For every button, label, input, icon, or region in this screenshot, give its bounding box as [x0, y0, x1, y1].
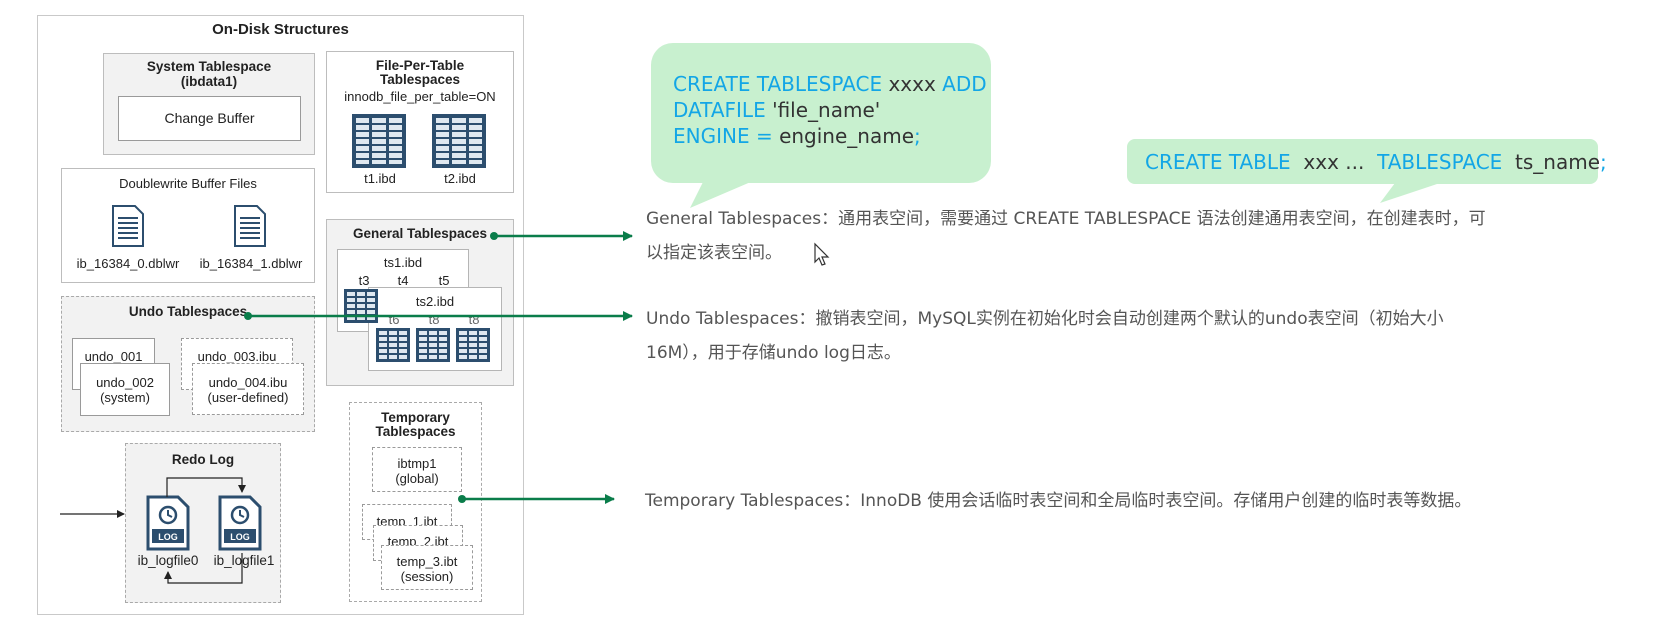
ts1-ibd-label: ts1.ibd: [383, 255, 423, 270]
ibtmp1-box: [372, 447, 462, 492]
undo-description-line2: 16M），用于存储undo log日志。: [646, 343, 901, 363]
doublewrite-box: [61, 168, 315, 283]
system-tablespace-title: System Tablespace: [146, 59, 272, 74]
t5-label: t5: [438, 273, 450, 288]
t1-table-icon: [352, 114, 406, 168]
bubble-kw-tablespace: TABLESPACE: [1377, 150, 1503, 174]
t2-ibd-label: t2.ibd: [444, 171, 476, 186]
temp3-label: temp_3.ibt: [396, 554, 458, 569]
dblwr-file0-label: ib_16384_0.dblwr: [76, 256, 180, 271]
ib-logfile0-label: ib_logfile0: [137, 553, 199, 568]
t6-label: t6: [388, 312, 400, 327]
undo-002-box: [80, 363, 170, 416]
undo-004-box: [192, 363, 304, 415]
redo-log-title: Redo Log: [171, 452, 235, 467]
temp-description-line1: Temporary Tablespaces：InnoDB 使用会话临时表空间和全…: [645, 491, 1472, 511]
temp3-box: [381, 545, 473, 590]
bubble-kw-create-tablespace: CREATE TABLESPACE: [673, 72, 883, 96]
bubble-kw-add: ADD: [942, 72, 987, 96]
bubble-name-file-name: 'file_name': [772, 98, 881, 122]
file-per-table-subtitle: Tablespaces: [379, 72, 461, 87]
create-tablespace-bubble: CREATE TABLESPACE xxxx ADD DATAFILE 'fil…: [651, 43, 991, 183]
t3-table-icon: [344, 289, 378, 323]
bubble-name-engine-name: engine_name: [779, 124, 915, 148]
undo-tablespaces-title: Undo Tablespaces: [128, 304, 248, 319]
change-buffer-box: [118, 96, 301, 141]
t1-ibd-label: t1.ibd: [364, 171, 396, 186]
undo-004-user-defined-label: (user-defined): [207, 390, 289, 405]
ibtmp1-label: ibtmp1: [397, 456, 437, 471]
bubble-kw-create-table: CREATE TABLE: [1145, 150, 1291, 174]
undo-002-label: undo_002: [96, 375, 154, 390]
undo-004-label: undo_004.ibu: [208, 375, 288, 390]
dblwr-file1-label: ib_16384_1.dblwr: [199, 256, 303, 271]
bubble-name-xxx: xxx ...: [1303, 150, 1365, 174]
general-tablespaces-title: General Tablespaces: [352, 226, 488, 241]
temp3-session-label: (session): [400, 569, 454, 584]
t7-table-icon: [416, 328, 450, 362]
t4-label: t4: [397, 273, 409, 288]
temporary-tablespaces-title: Temporary: [381, 410, 450, 425]
system-tablespace-subtitle: (ibdata1): [180, 74, 238, 89]
bubble-name-ts-name: ts_name: [1515, 150, 1601, 174]
t7-label: t8: [428, 312, 440, 327]
temporary-tablespaces-subtitle: Tablespaces: [375, 424, 456, 439]
undo-description-line1: Undo Tablespaces：撤销表空间，MySQL实例在初始化时会自动创建…: [646, 309, 1444, 329]
change-buffer-label: Change Buffer: [164, 110, 255, 126]
bubble-kw-engine: ENGINE =: [673, 124, 773, 148]
file-per-table-title: File-Per-Table: [375, 58, 465, 73]
log-icon-label-0: LOG: [158, 532, 178, 542]
dblwr1-document-icon: [234, 205, 266, 247]
ts2-ibd-label: ts2.ibd: [415, 294, 455, 309]
general-description-line2: 以指定该表空间。: [646, 243, 782, 263]
ib-logfile1-label: ib_logfile1: [213, 553, 275, 568]
general-description-line1: General Tablespaces：通用表空间，需要通过 CREATE TA…: [646, 209, 1486, 229]
create-table-bubble: CREATE TABLE xxx ... TABLESPACE ts_name;: [1127, 139, 1607, 184]
undo-001-label: undo_001: [84, 349, 143, 364]
t6-table-icon: [376, 328, 410, 362]
undo-002-system-label: (system): [100, 390, 150, 405]
bubble-semicolon-1: ;: [914, 124, 921, 148]
undo-tablespaces-description: Undo Tablespaces：撤销表空间，MySQL实例在初始化时会自动创建…: [646, 302, 1646, 370]
log-icon-label-1: LOG: [230, 532, 250, 542]
bubble-name-xxxx: xxxx: [888, 72, 936, 96]
doublewrite-title: Doublewrite Buffer Files: [119, 176, 257, 191]
ibtmp1-global-label: (global): [395, 471, 439, 486]
t8-label: t8: [468, 312, 480, 327]
general-tablespaces-description: General Tablespaces：通用表空间，需要通过 CREATE TA…: [646, 202, 1646, 270]
bubble-semicolon-2: ;: [1600, 150, 1607, 174]
t2-table-icon: [432, 114, 486, 168]
diagram-title: On-Disk Structures: [212, 21, 349, 38]
t8-table-icon: [456, 328, 490, 362]
file-per-table-setting: innodb_file_per_table=ON: [344, 89, 496, 104]
bubble-kw-datafile: DATAFILE: [673, 98, 766, 122]
undo-003-label: undo_003.ibu: [197, 349, 277, 364]
temporary-tablespaces-description: Temporary Tablespaces：InnoDB 使用会话临时表空间和全…: [645, 484, 1655, 518]
dblwr0-document-icon: [112, 205, 144, 247]
t3-label: t3: [358, 273, 370, 288]
